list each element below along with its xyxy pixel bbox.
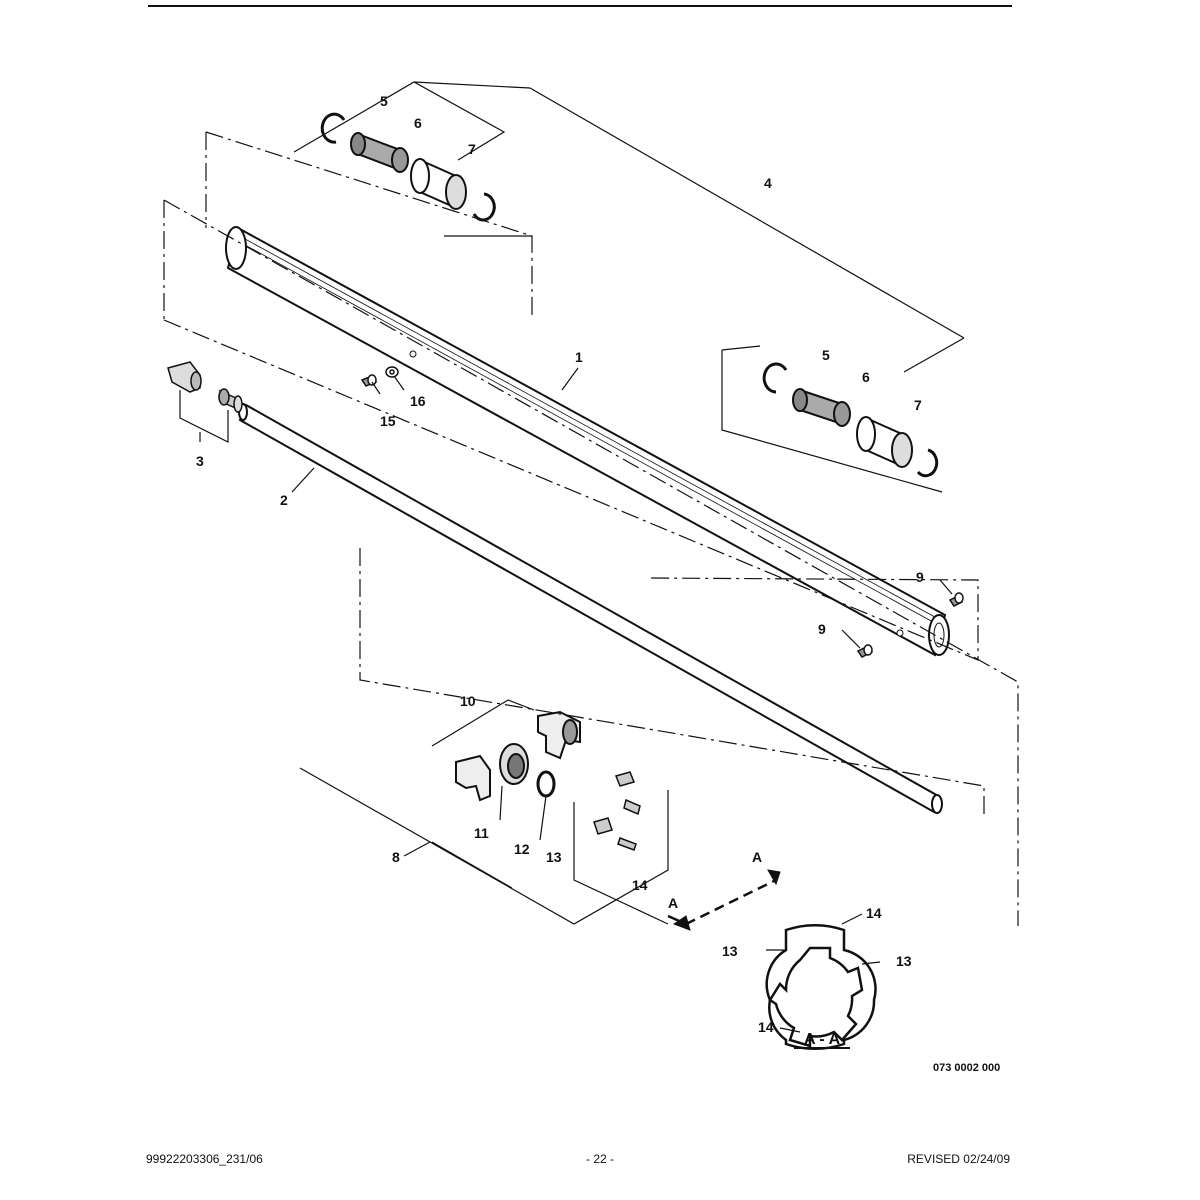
section-view-a-a (765, 913, 881, 1051)
section-arrow-label-top: A (752, 849, 762, 865)
section-label-13-right: 13 (896, 953, 912, 969)
clamp-bearing-assembly (455, 710, 581, 802)
callout-11: 11 (474, 825, 489, 841)
callout-9-upper: 9 (916, 569, 924, 585)
group-outlines (163, 81, 1019, 926)
drive-tube-part-1 (225, 226, 950, 657)
callout-12: 12 (514, 841, 530, 857)
callout-7-upper: 7 (468, 141, 476, 157)
footer-revision-date: REVISED 02/24/09 (907, 1152, 1010, 1166)
callout-14: 14 (632, 877, 648, 893)
square-fittings-part-3 (167, 361, 243, 413)
leader-lines (199, 81, 965, 889)
callout-7-lower: 7 (914, 397, 922, 413)
callout-8: 8 (392, 849, 400, 865)
callout-2: 2 (280, 492, 288, 508)
callout-13: 13 (546, 849, 562, 865)
section-label-14-top: 14 (866, 905, 882, 921)
section-title: A - A (804, 1031, 841, 1048)
screws-and-washer (360, 366, 964, 658)
callout-9-lower: 9 (818, 621, 826, 637)
footer-document-number: 99922203306_231/06 (146, 1152, 263, 1166)
callout-4: 4 (764, 175, 772, 191)
callout-1: 1 (575, 349, 583, 365)
callout-16: 16 (410, 393, 426, 409)
footer-page-number: - 22 - (585, 1152, 614, 1166)
section-label-13-left: 13 (722, 943, 738, 959)
bushing-assembly-upper (320, 112, 496, 222)
callout-3: 3 (196, 453, 204, 469)
callout-15: 15 (380, 413, 396, 429)
callout-5-lower: 5 (822, 347, 830, 363)
callout-10: 10 (460, 693, 476, 709)
section-label-14-bottom: 14 (758, 1019, 774, 1035)
bushing-assembly-lower (762, 362, 939, 478)
section-arrows (667, 869, 781, 931)
drive-shaft-part-2 (238, 403, 943, 814)
callout-6-upper: 6 (414, 115, 422, 131)
keys-13-14 (593, 771, 641, 851)
callout-6-lower: 6 (862, 369, 870, 385)
drawing-code: 073 0002 000 (933, 1062, 1001, 1074)
callout-5-upper: 5 (380, 93, 388, 109)
section-arrow-label-left: A (668, 895, 678, 911)
